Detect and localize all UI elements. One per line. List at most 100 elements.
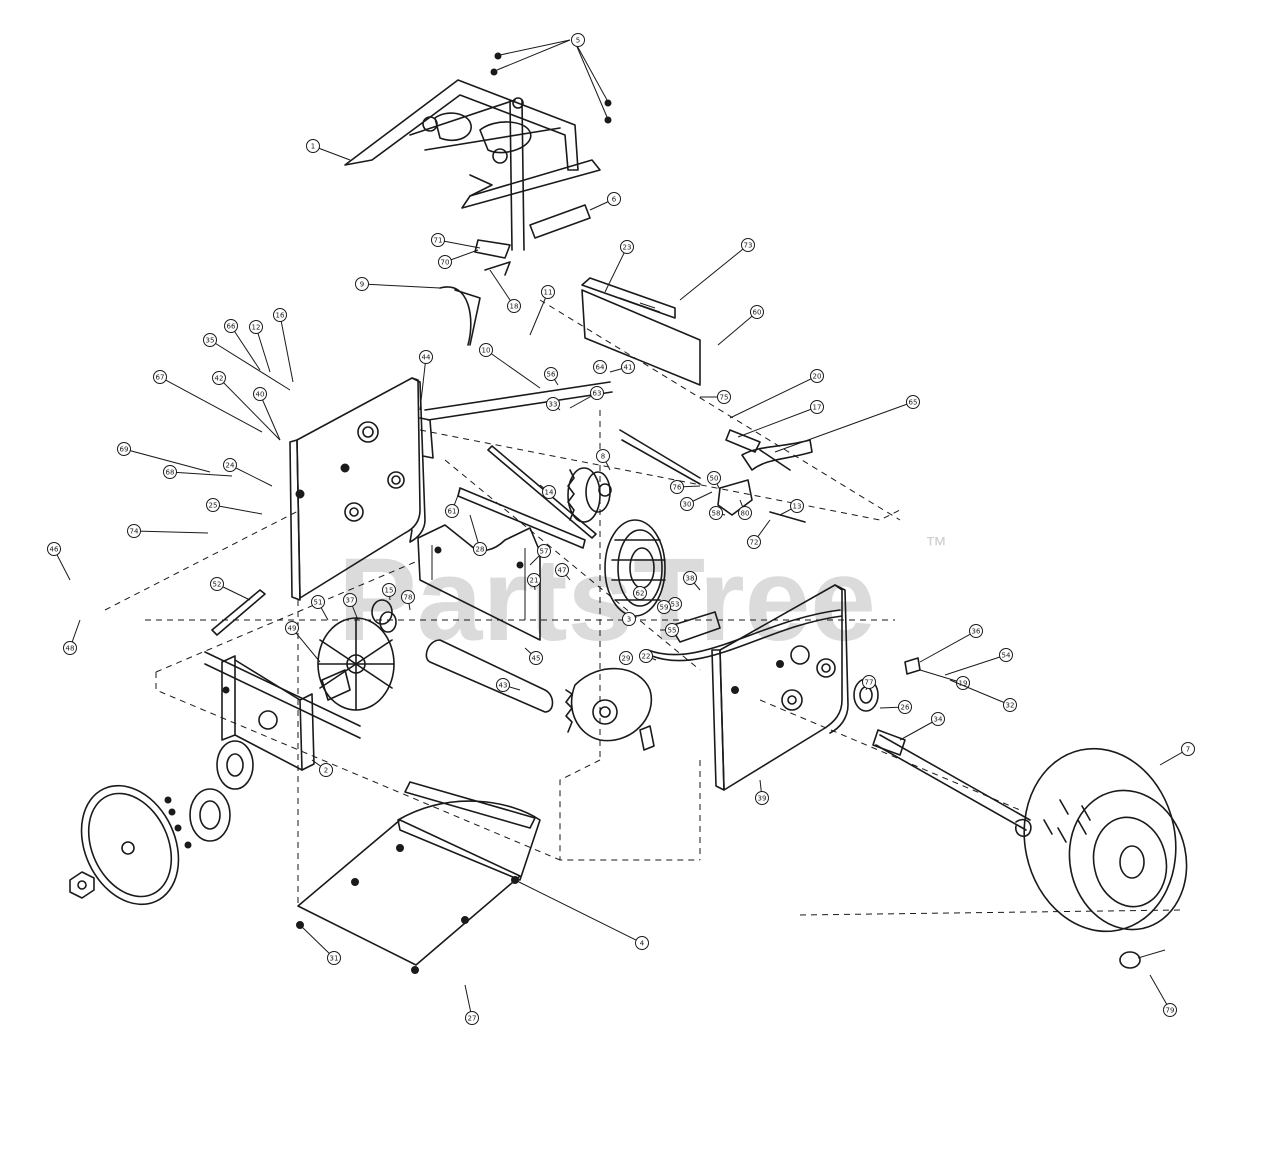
callout-29: 29 xyxy=(619,651,633,666)
callout-circle xyxy=(311,595,325,609)
callout-37: 37 xyxy=(343,593,359,621)
callout-50: 50 xyxy=(707,471,721,491)
callout-circle xyxy=(862,675,876,689)
callout-circle xyxy=(544,367,558,381)
callout-leader xyxy=(485,349,541,389)
callout-circle xyxy=(741,238,755,252)
gearbox-bracket xyxy=(221,655,315,771)
callout-number: 45 xyxy=(532,655,541,663)
callout-circle xyxy=(747,535,761,549)
callout-number: 59 xyxy=(660,604,669,612)
callout-number: 66 xyxy=(227,323,236,331)
callout-circle xyxy=(906,395,920,409)
callout-10: 10 xyxy=(479,343,541,389)
callout-number: 5 xyxy=(576,37,580,45)
callout-6: 6 xyxy=(589,192,621,211)
callout-71: 71 xyxy=(431,233,481,249)
callout-leader xyxy=(255,326,271,373)
nut-washer xyxy=(69,871,95,899)
callout-circle xyxy=(969,624,983,638)
callout-number: 16 xyxy=(276,312,285,320)
callout-number: 8 xyxy=(601,453,605,461)
callout-leader xyxy=(123,448,211,473)
callout-leader xyxy=(229,464,273,487)
callout-leader xyxy=(944,654,1007,676)
callout-3: 3 xyxy=(622,612,636,626)
callout-73: 73 xyxy=(679,238,755,301)
callout-number: 44 xyxy=(422,354,431,362)
callout-circle xyxy=(750,305,764,319)
callout-circle xyxy=(210,577,224,591)
callout-circle xyxy=(999,648,1013,662)
callout-circle xyxy=(355,277,369,291)
callout-circle xyxy=(438,255,452,269)
callout-58: 58 xyxy=(709,506,726,520)
callout-circle xyxy=(546,397,560,411)
callout-number: 77 xyxy=(865,679,874,687)
callout-circle xyxy=(343,593,357,607)
callout-circle xyxy=(253,387,267,401)
callout-number: 7 xyxy=(1186,746,1190,754)
callout-4: 4 xyxy=(514,879,649,950)
callout-number: 17 xyxy=(813,404,822,412)
callout-33: 33 xyxy=(546,397,561,411)
callout-number: 21 xyxy=(530,577,539,585)
callout-number: 14 xyxy=(545,489,554,497)
callout-circle xyxy=(670,480,684,494)
callout-49: 49 xyxy=(285,621,321,663)
callout-61: 61 xyxy=(445,489,461,518)
callout-leader xyxy=(159,376,263,433)
callout-63: 63 xyxy=(569,386,604,409)
callout-23: 23 xyxy=(604,240,634,293)
callout-7: 7 xyxy=(1159,742,1195,766)
callout-leader xyxy=(361,283,441,289)
callout-circle xyxy=(206,498,220,512)
callout-number: 42 xyxy=(215,375,224,383)
callout-number: 3 xyxy=(627,616,631,624)
callout-circle xyxy=(537,544,551,558)
callout-circle xyxy=(620,240,634,254)
callout-leader xyxy=(279,314,294,383)
base-plate xyxy=(296,819,521,974)
callout-number: 73 xyxy=(744,242,753,250)
callout-13: 13 xyxy=(779,499,804,516)
callout-circle xyxy=(496,678,510,692)
callout-9: 9 xyxy=(355,277,441,291)
callout-27: 27 xyxy=(464,984,479,1025)
top-fasteners xyxy=(490,39,612,124)
callout-circle xyxy=(607,192,621,206)
callout-19: 19 xyxy=(919,669,970,690)
callout-15: 15 xyxy=(382,583,396,601)
callout-number: 49 xyxy=(288,625,297,633)
callout-circle xyxy=(665,623,679,637)
callout-circle xyxy=(657,600,671,614)
callout-number: 70 xyxy=(441,259,450,267)
callout-30: 30 xyxy=(680,491,713,511)
drive-hub xyxy=(321,599,397,701)
hub-flange xyxy=(164,740,254,849)
callout-number: 36 xyxy=(972,628,981,636)
callout-17: 17 xyxy=(737,400,824,438)
callout-circle xyxy=(755,791,769,805)
callout-circle xyxy=(541,285,555,299)
callout-leader xyxy=(679,244,749,301)
callout-76: 76 xyxy=(670,480,701,494)
callout-leader xyxy=(169,471,233,477)
callout-circle xyxy=(285,621,299,635)
control-rod-assembly xyxy=(439,204,591,346)
callout-circle xyxy=(327,951,341,965)
callout-leader xyxy=(489,269,515,307)
callout-circle xyxy=(127,524,141,538)
callout-68: 68 xyxy=(163,465,233,479)
callout-75: 75 xyxy=(700,390,731,404)
callout-leader xyxy=(419,356,427,411)
callout-number: 76 xyxy=(673,484,682,492)
cross-plate xyxy=(417,524,541,641)
left-side-plate xyxy=(289,377,434,601)
callout-number: 28 xyxy=(476,546,485,554)
callout-number: 54 xyxy=(1002,652,1011,660)
callout-leader xyxy=(291,627,321,663)
callout-circle xyxy=(738,506,752,520)
callout-leader xyxy=(259,393,281,441)
callout-circle xyxy=(479,343,493,357)
